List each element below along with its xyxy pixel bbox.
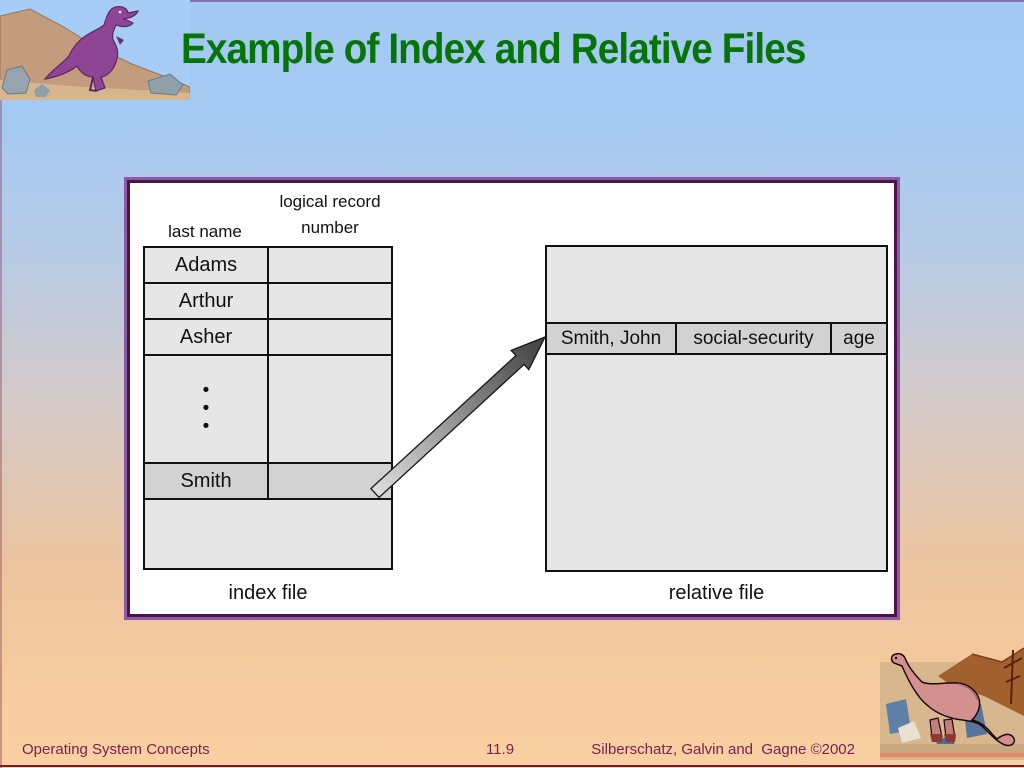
- record-number-cell: [269, 320, 391, 354]
- slide-title: Example of Index and Relative Files: [181, 25, 806, 73]
- index-file-table: Adams Arthur Asher • • • Smith: [143, 246, 393, 570]
- footer-book-title: Operating System Concepts: [22, 741, 210, 758]
- record-number-cell: [269, 248, 391, 282]
- record-number-cell: [269, 356, 391, 462]
- dot: •: [202, 380, 210, 401]
- last-name-cell: Asher: [145, 320, 269, 354]
- highlighted-table-row: Smith: [145, 464, 391, 500]
- last-name-cell: Adams: [145, 248, 269, 282]
- record-number-cell-smith: [269, 464, 391, 498]
- record-field-social-security: social-security: [675, 322, 832, 355]
- index-file-caption: index file: [228, 582, 308, 604]
- footer-page-number: 11.9: [485, 741, 515, 758]
- top-border-line: [0, 0, 1024, 2]
- vertical-ellipsis: • • •: [145, 356, 269, 462]
- dot: •: [202, 416, 210, 437]
- last-name-cell: Arthur: [145, 284, 269, 318]
- table-row: Adams: [145, 248, 391, 284]
- record-field-name: Smith, John: [545, 322, 677, 355]
- left-border-line: [0, 0, 2, 768]
- record-row: Smith, John social-security age: [545, 322, 888, 355]
- table-row: Arthur: [145, 284, 391, 320]
- table-row: Asher: [145, 320, 391, 356]
- empty-table-row: [145, 500, 391, 568]
- footer: Operating System Concepts 11.9 Silbersch…: [0, 734, 1024, 768]
- number-line: number: [301, 218, 359, 238]
- logical-record-number-label: logical record number: [264, 189, 396, 242]
- last-name-cell-smith: Smith: [145, 464, 269, 498]
- diagram-panel: logical record number last name Adams Ar…: [127, 180, 897, 617]
- dot: •: [202, 398, 210, 419]
- relative-file-caption: relative file: [668, 582, 765, 604]
- last-name-label: last name: [168, 222, 242, 241]
- record-number-cell: [269, 284, 391, 318]
- logical-record-line: logical record: [279, 192, 381, 211]
- bottom-border-line: [0, 765, 1024, 767]
- record-field-age: age: [830, 322, 888, 355]
- trex-icon: [0, 0, 190, 100]
- footer-authors: Silberschatz, Galvin and Gagne ©2002: [591, 741, 855, 758]
- ellipsis-row: • • •: [145, 356, 391, 464]
- sauropod-icon: [880, 642, 1024, 760]
- relative-file-box: Smith, John social-security age: [545, 245, 888, 572]
